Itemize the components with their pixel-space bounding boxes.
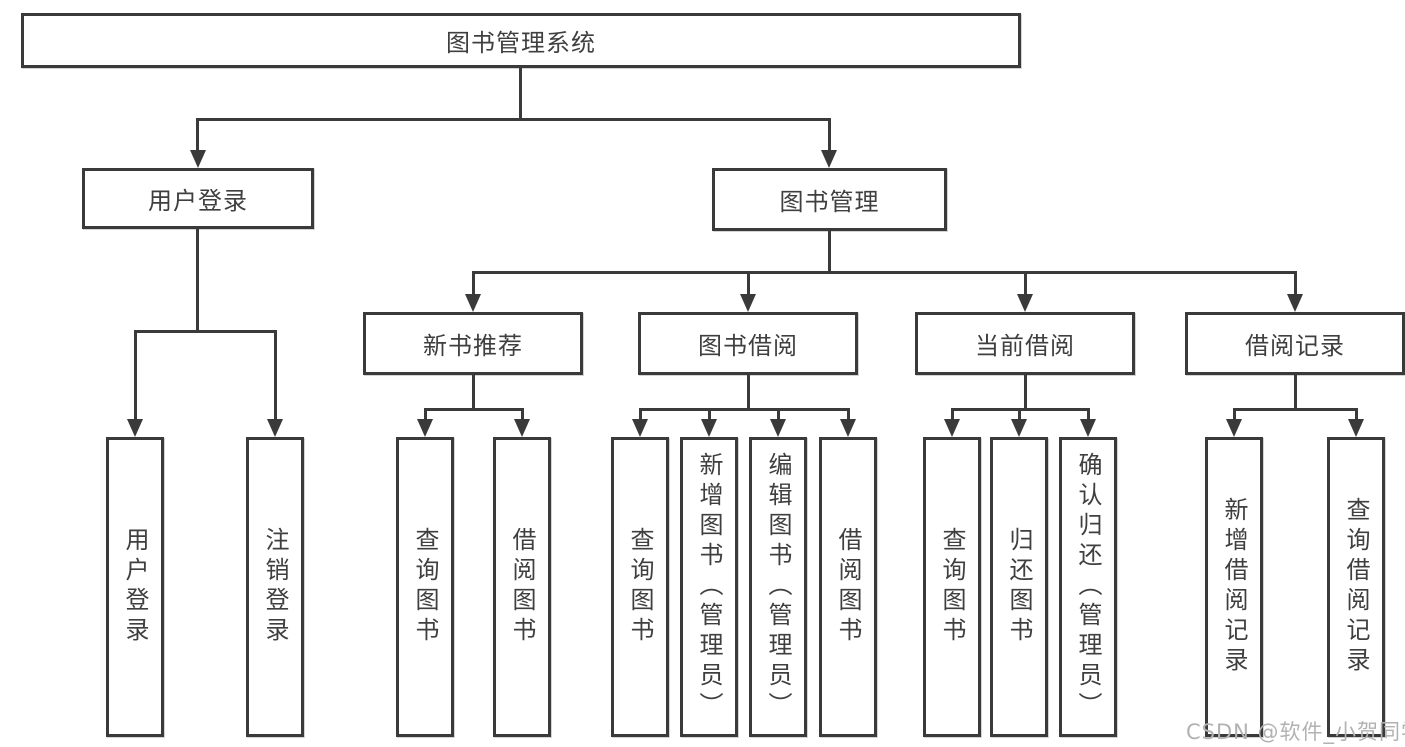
node-book-management: 图书管理 — [712, 168, 947, 231]
arrow-down-icon — [821, 150, 837, 168]
leaf-query-books-recommend: 查询图书 — [396, 437, 454, 737]
node-book-borrow: 图书借阅 — [638, 312, 858, 375]
leaf-edit-books-admin: 编辑图书（管理员） — [749, 437, 807, 737]
connector-drop — [1087, 408, 1090, 420]
arrow-down-icon — [1348, 419, 1364, 437]
leaf-borrow-books-recommend: 借阅图书 — [493, 437, 551, 737]
connector-drop — [639, 408, 642, 420]
leaf-add-borrow-record: 新增借阅记录 — [1205, 437, 1263, 737]
leaf-query-borrow-record: 查询借阅记录 — [1327, 437, 1385, 737]
leaf-user-login: 用户登录 — [106, 437, 164, 737]
connector-drop — [828, 118, 831, 152]
connector-book-mgmt-branch — [472, 271, 1297, 274]
connector-stem — [1294, 375, 1297, 410]
node-user-login: 用户登录 — [82, 168, 314, 229]
connector-user-login-branch — [134, 330, 277, 333]
connector-drop — [134, 330, 137, 420]
connector-drop — [847, 408, 850, 420]
arrow-down-icon — [465, 294, 481, 312]
arrow-down-icon — [1017, 294, 1033, 312]
arrow-down-icon — [514, 419, 530, 437]
connector-branch — [1233, 408, 1358, 411]
connector-stem — [472, 375, 475, 410]
connector-drop — [274, 330, 277, 420]
connector-user-login-stem — [196, 229, 199, 332]
connector-drop — [1024, 271, 1027, 295]
connector-drop — [472, 271, 475, 295]
arrow-down-icon — [1011, 419, 1027, 437]
node-root: 图书管理系统 — [21, 13, 1021, 68]
connector-book-mgmt-stem — [828, 231, 831, 273]
connector-drop — [708, 408, 711, 420]
connector-drop — [951, 408, 954, 420]
leaf-query-books-current: 查询图书 — [923, 437, 981, 737]
arrow-down-icon — [127, 419, 143, 437]
node-current-borrow: 当前借阅 — [915, 312, 1135, 375]
arrow-down-icon — [740, 294, 756, 312]
csdn-watermark: CSDN @软件_小贺同学 — [1186, 720, 1405, 744]
arrow-down-icon — [190, 150, 206, 168]
connector-root-stem — [519, 67, 522, 120]
arrow-down-icon — [632, 419, 648, 437]
connector-drop — [196, 118, 199, 152]
node-borrow-records: 借阅记录 — [1185, 312, 1405, 375]
connector-drop — [1018, 408, 1021, 420]
connector-branch — [639, 408, 850, 411]
leaf-query-books-borrow: 查询图书 — [611, 437, 669, 737]
connector-drop — [424, 408, 427, 420]
arrow-down-icon — [840, 419, 856, 437]
arrow-down-icon — [1080, 419, 1096, 437]
connector-drop — [1233, 408, 1236, 420]
connector-stem — [747, 375, 750, 410]
connector-drop — [747, 271, 750, 295]
leaf-return-books: 归还图书 — [990, 437, 1048, 737]
connector-stem — [1024, 375, 1027, 410]
arrow-down-icon — [701, 419, 717, 437]
connector-drop — [777, 408, 780, 420]
arrow-down-icon — [417, 419, 433, 437]
connector-branch — [424, 408, 524, 411]
arrow-down-icon — [1287, 294, 1303, 312]
arrow-down-icon — [944, 419, 960, 437]
connector-root-branch — [197, 118, 831, 121]
node-new-book-recommend: 新书推荐 — [363, 312, 583, 375]
connector-drop — [1294, 271, 1297, 295]
leaf-confirm-return-admin: 确认归还（管理员） — [1059, 437, 1117, 737]
connector-drop — [1355, 408, 1358, 420]
leaf-add-books-admin: 新增图书（管理员） — [680, 437, 738, 737]
connector-drop — [521, 408, 524, 420]
leaf-borrow-books: 借阅图书 — [819, 437, 877, 737]
leaf-logout: 注销登录 — [246, 437, 304, 737]
arrow-down-icon — [267, 419, 283, 437]
arrow-down-icon — [770, 419, 786, 437]
arrow-down-icon — [1226, 419, 1242, 437]
